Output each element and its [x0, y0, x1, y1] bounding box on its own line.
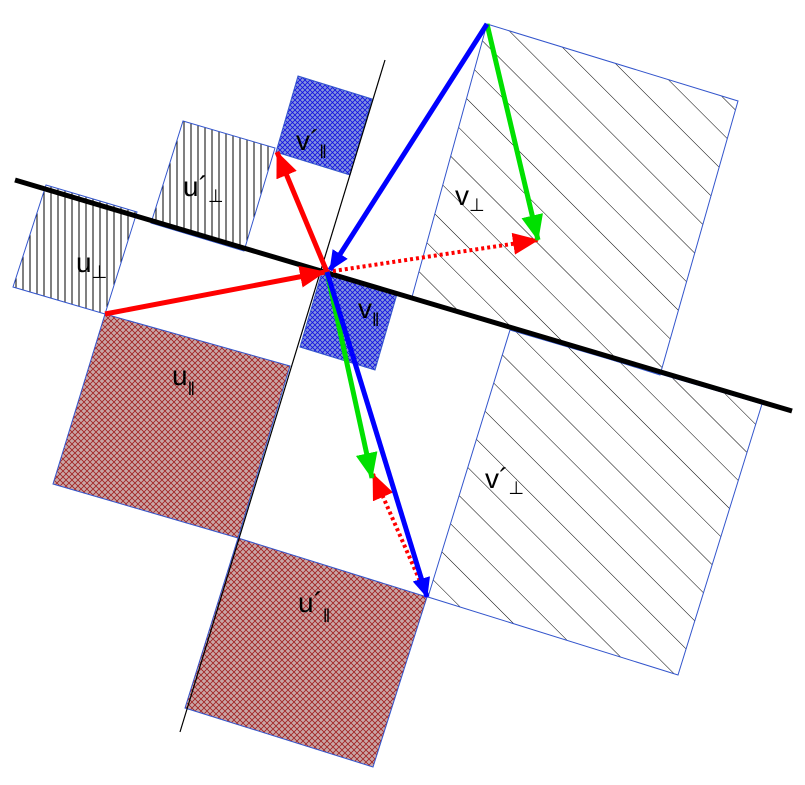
- label-v-prime-perp: v´⊥: [485, 463, 524, 498]
- label-u-prime-perp: u´⊥: [183, 171, 224, 206]
- normal-line: [179, 59, 386, 733]
- label-u-par: u‖: [172, 360, 195, 399]
- u-par-square: [52, 313, 291, 539]
- label-u-prime-par: u´‖: [298, 587, 330, 626]
- v-prime-vector-arrow: [324, 271, 431, 598]
- u-vector-arrow: [104, 265, 326, 317]
- u-prime-par-square: [184, 537, 428, 768]
- u-prime-vector-arrow: [274, 151, 330, 273]
- label-u-perp: u⊥: [76, 247, 107, 282]
- u-prime-dotted-arrow: [371, 473, 429, 598]
- mirror-line: [14, 177, 793, 414]
- green-arrow-lower: [324, 271, 378, 479]
- label-v-par: v‖: [358, 293, 379, 330]
- v-prime-perp-square: [427, 329, 763, 676]
- v-vector-arrow: [327, 22, 490, 272]
- green-arrow-upper: [484, 23, 543, 241]
- u-perp-square: [12, 184, 138, 315]
- label-v-perp: v⊥: [455, 180, 485, 215]
- u-prime-perp-square: [150, 120, 276, 252]
- label-v-prime-par: v´‖: [296, 125, 327, 162]
